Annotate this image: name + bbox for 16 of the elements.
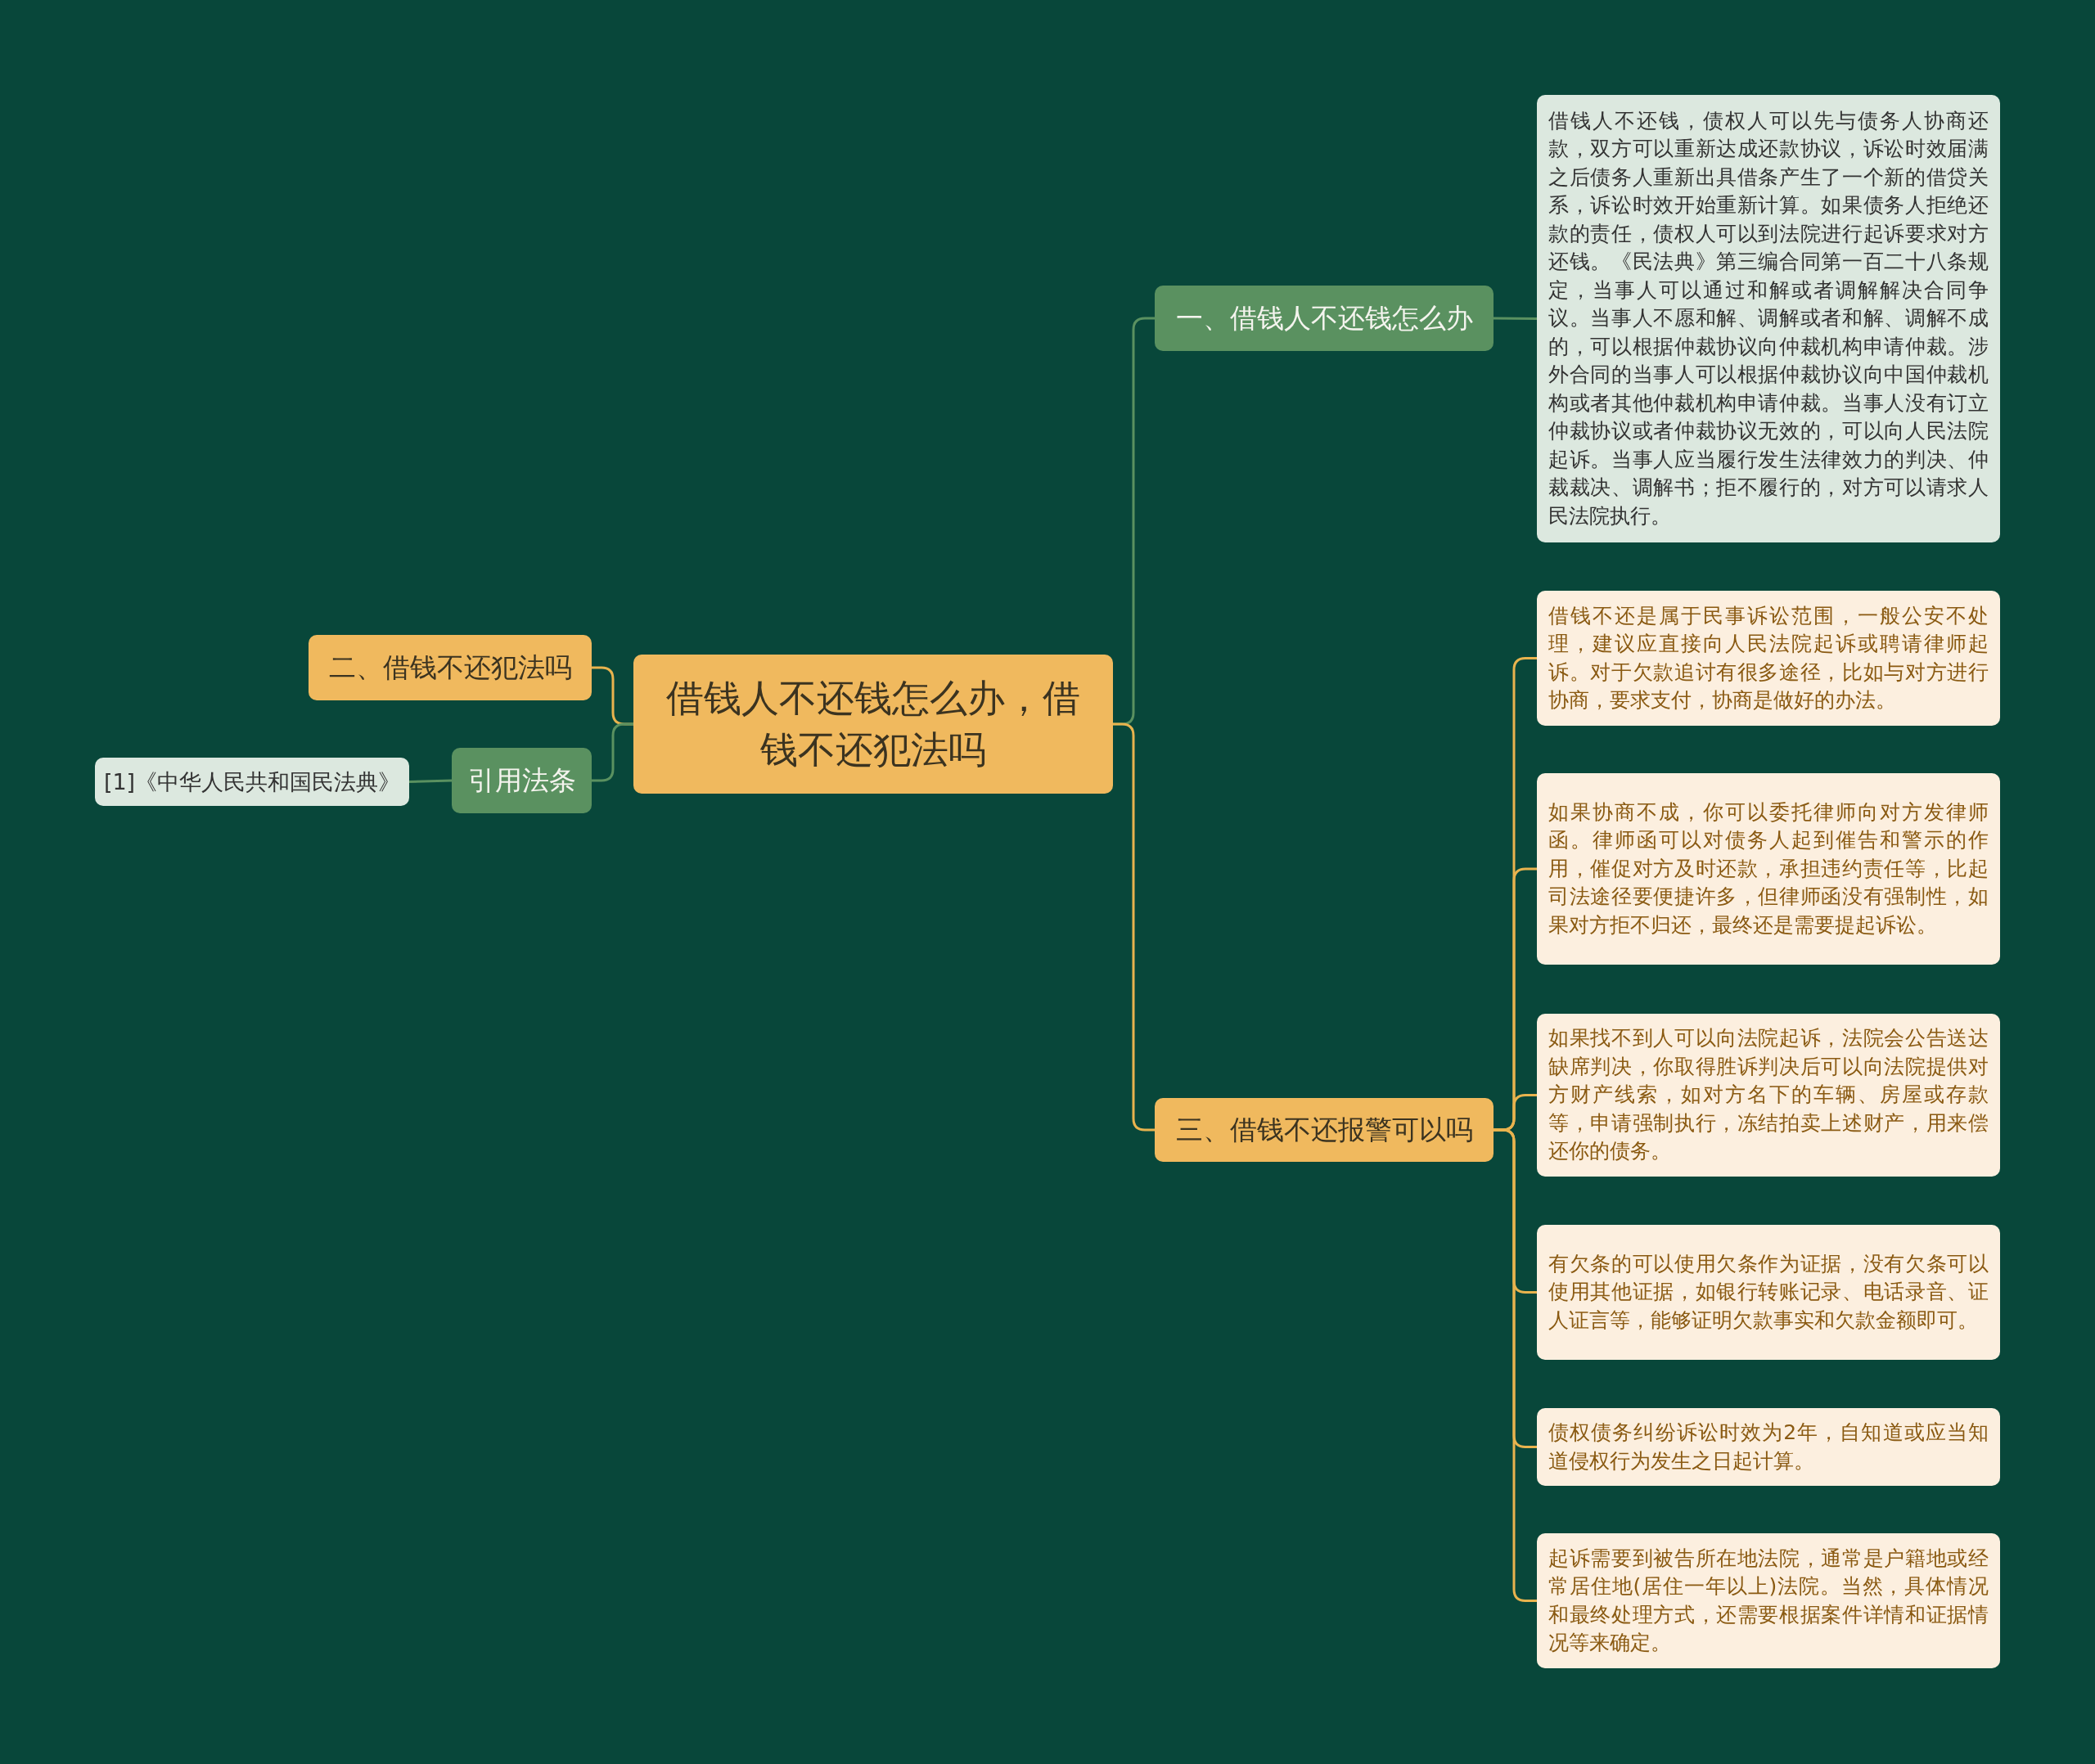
branch-box: 引用法条 <box>452 748 592 813</box>
note-box: 起诉需要到被告所在地法院，通常是户籍地或经常居住地(居住一年以上)法院。当然，具体情况和最终处理方式，还需要根据案件详情和证据情况等来确定。 <box>1537 1533 2000 1668</box>
connector-line <box>1494 317 1537 320</box>
note-box: 借钱人不还钱，债权人可以先与债务人协商还款，双方可以重新达成还款协议，诉讼时效届满之后债务人重新出具借条产生了一个新的借贷关系，诉讼时效开始重新计算。如果债务人拒绝还款的责任，债权人可以到法院进行起诉要求对方还钱。《民法典》第三编合同第一百二十八条规定，当事人可以通过和解或者调解解决合同争议。当事人不愿和解、调解或者和解、调解不成的，可以根据仲裁协议向仲裁机构申请仲裁。涉外合同的当事人可以根据仲裁协议向中国仲裁机构或者其他仲裁机构申请仲裁。当事人没有订立仲裁协议或者仲裁协议无效的，可以向人民法院起诉。当事人应当履行发生法律效力的判决、仲裁裁决、调解书；拒不履行的，对方可以请求人民法院执行。 <box>1537 95 2000 542</box>
branch-box: 二、借钱不还犯法吗 <box>309 635 592 700</box>
note-box: 有欠条的可以使用欠条作为证据，没有欠条可以使用其他证据，如银行转账记录、电话录音、证人证言等，能够证明欠款事实和欠款金额即可。 <box>1537 1225 2000 1360</box>
connector-line <box>1113 722 1155 1132</box>
note-box: 借钱不还是属于民事诉讼范围，一般公安不处理，建议应直接向人民法院起诉或聘请律师起诉。对于欠款追讨有很多途径，比如与对方进行协商，要求支付，协商是做好的办法。 <box>1537 591 2000 726</box>
branch-box: 一、借钱人不还钱怎么办 <box>1155 286 1494 351</box>
connector-line <box>408 779 453 783</box>
note-box: 债权债务纠纷诉讼时效为2年，自知道或应当知道侵权行为发生之日起计算。 <box>1537 1408 2000 1486</box>
note-box: 如果找不到人可以向法院起诉，法院会公告送达缺席判决，你取得胜诉判决后可以向法院提供对方财产线索，如对方名下的车辆、房屋或存款等，申请强制执行，冻结拍卖上述财产，用来偿还你的债务。 <box>1537 1014 2000 1177</box>
branch-box: 三、借钱不还报警可以吗 <box>1155 1098 1494 1162</box>
reference-box: [1]《中华人民共和国民法典》 <box>95 758 409 806</box>
note-box: 如果协商不成，你可以委托律师向对方发律师函。律师函可以对债务人起到催告和警示的作用，催促对方及时还款，承担违约责任等，比起司法途径要便捷许多，但律师函没有强制性，如果对方拒不归还，最终还是需要提起诉讼。 <box>1537 773 2000 965</box>
central-topic-box: 借钱人不还钱怎么办，借钱不还犯法吗 <box>633 655 1113 794</box>
